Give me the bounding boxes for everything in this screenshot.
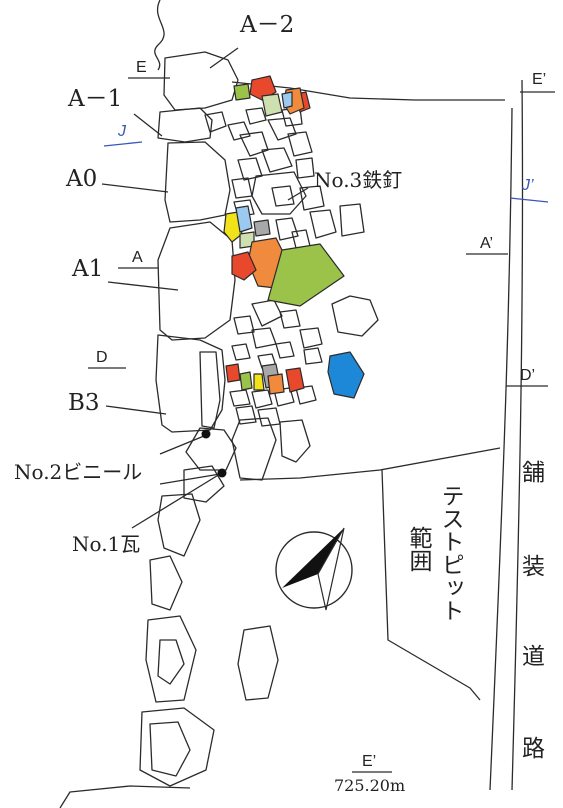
stone-a-minus2 (163, 51, 239, 111)
boundary-line-left (154, 0, 165, 71)
label-a-minus1: A－1 (68, 86, 123, 112)
find-orange-red-5 (285, 367, 305, 393)
section-mark-e: E (136, 59, 147, 76)
stone-a-minus1 (157, 107, 213, 143)
road-char-4: 路 (522, 736, 545, 762)
find-gray-1 (253, 219, 271, 237)
stone-a0 (164, 141, 231, 223)
north-arrow-icon (275, 527, 353, 611)
stone-b3-inner (199, 351, 221, 429)
section-mark-j: J (118, 123, 126, 140)
stone-a1 (157, 221, 236, 341)
leader-a0 (101, 183, 169, 193)
label-a0: A0 (66, 166, 98, 192)
bottom-line (59, 785, 191, 808)
leader-a1 (107, 281, 179, 291)
label-b3: B3 (68, 390, 100, 416)
find-green-2 (239, 371, 253, 391)
section-mark-e-prime-bottom: E’ (362, 753, 377, 770)
road-char-3: 道 (522, 644, 545, 670)
section-mark-j-prime: J’ (522, 177, 534, 194)
find-yellow-2 (253, 373, 265, 391)
find-orange-3 (267, 373, 285, 395)
section-line-j (103, 141, 143, 147)
leader-no2 (159, 435, 205, 455)
find-orange-red-4 (225, 363, 241, 383)
road-edge-left (489, 107, 513, 791)
stone-b3 (155, 334, 226, 433)
find-pale-green-1 (261, 93, 283, 117)
road-char-1: 舗 (522, 460, 545, 486)
label-no1-tile: No.1瓦 (72, 532, 141, 556)
road-edge-right (511, 79, 524, 791)
section-mark-a-prime: A’ (480, 235, 494, 252)
label-no3-iron-nail: No.3鉄釘 (314, 168, 403, 192)
road-char-2: 装 (522, 554, 545, 580)
section-mark-e-prime-top: E’ (532, 71, 547, 88)
section-line-j-prime (509, 197, 549, 203)
find-light-blue-1 (281, 91, 293, 109)
find-point-no2 (201, 429, 211, 439)
section-mark-a: A (132, 249, 143, 266)
find-light-blue-2 (235, 205, 253, 233)
leader-no1b (159, 473, 221, 485)
label-a1: A1 (72, 256, 104, 282)
label-a-minus2: A－2 (240, 12, 295, 38)
leader-b3 (105, 405, 167, 415)
wall-lower-line (239, 447, 501, 481)
leader-no3 (287, 187, 309, 201)
label-no2-vinyl: No.2ビニール (14, 460, 143, 484)
leader-a-minus1 (133, 113, 163, 137)
section-mark-d-prime: D’ (520, 367, 536, 384)
test-pit-label-line1: テストピット (437, 484, 463, 622)
find-green-1 (233, 83, 251, 101)
find-point-no1 (217, 468, 227, 478)
find-blue-1 (327, 351, 365, 399)
test-pit-outline (381, 469, 481, 701)
test-pit-label-line2: 範囲 (405, 526, 431, 572)
elevation-label: 725.20m (334, 776, 406, 795)
section-mark-d: D (96, 349, 108, 366)
find-green-big (267, 243, 345, 307)
leader-a-minus2 (209, 47, 239, 69)
find-orange-red-3 (231, 251, 257, 281)
leader-no1 (131, 473, 221, 529)
